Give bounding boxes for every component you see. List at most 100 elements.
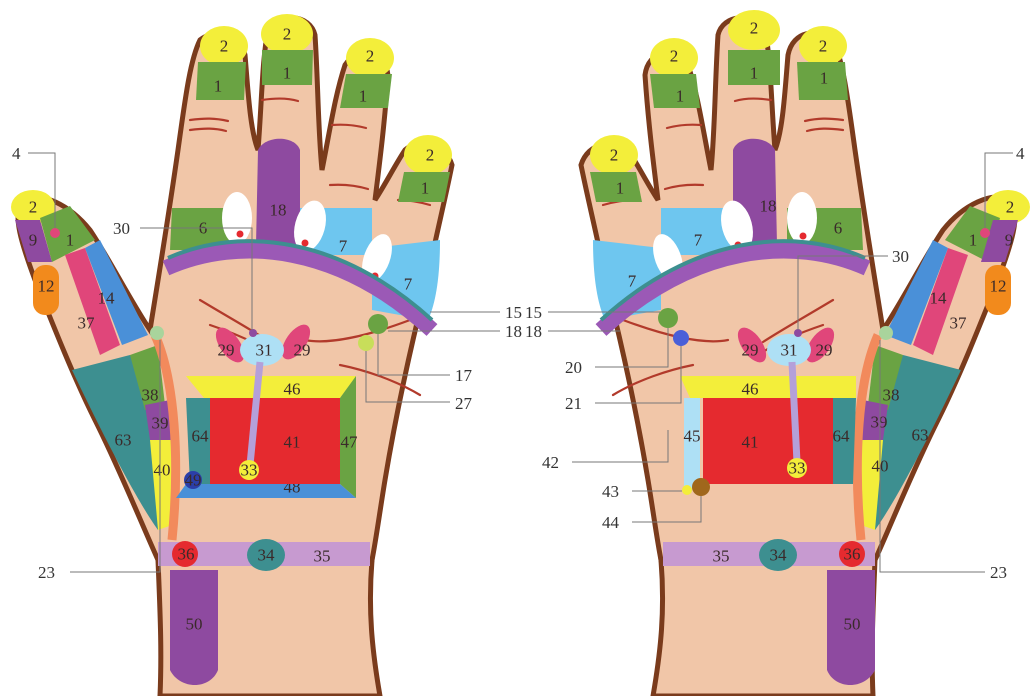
left-gap-dot [237,231,244,238]
left-zone-38-label: 38 [142,386,159,405]
right-point-30 [794,329,802,337]
left-callout-4: 4 [12,144,21,163]
right-callout-30: 30 [892,247,909,266]
left-point-30 [249,329,257,337]
right-zone-45-label: 45 [684,427,701,446]
right-callout-23: 23 [990,563,1007,582]
right-zone-36-label: 36 [844,545,861,564]
right-band-label: 1 [676,87,685,106]
left-zone-34-label: 34 [258,546,276,565]
left-zone-29a-label: 29 [218,341,235,360]
right-zone-41-label: 41 [742,433,759,452]
right-fingertip-label: 2 [1006,198,1015,217]
right-point-21 [673,330,689,346]
left-callout-30: 30 [113,219,130,238]
left-zone-41-label: 41 [284,433,301,452]
right-band-label: 1 [616,179,625,198]
left-callout-27: 27 [455,394,473,413]
left-point-17 [358,335,374,351]
right-band-label: 1 [750,64,759,83]
right-zone-29a-label: 29 [742,341,759,360]
left-zone-37-label: 37 [78,314,96,333]
right-zone-39-label: 39 [871,413,888,432]
right-gap-dot [800,233,807,240]
left-zone-40-label: 40 [154,461,171,480]
right-fingertip-label: 2 [750,19,759,38]
left-point-15 [368,314,388,334]
left-fingertip-label: 2 [220,37,229,56]
right-callout-21: 21 [565,394,582,413]
left-zone-7b-label: 7 [404,275,413,294]
right-zone-12-label: 12 [990,277,1007,296]
right-point-23 [879,326,893,340]
left-fingertip-label: 2 [29,198,38,217]
left-callout-18: 18 [505,322,522,341]
right-callout-4: 4 [1016,144,1025,163]
left-hand: 2 2 2 2 2 1 1 1 1 1 9 12 37 14 63 38 39 … [11,14,522,696]
right-band-label: 1 [820,69,829,88]
left-callout-17: 17 [455,366,473,385]
left-fingertip-label: 2 [366,47,375,66]
left-zone-41 [210,398,340,484]
left-zone-63-label: 63 [115,431,132,450]
right-callout-20: 20 [565,358,582,377]
left-zone-35-label: 35 [314,547,331,566]
right-callout-18: 18 [525,322,542,341]
left-band-label: 1 [359,87,368,106]
right-callout-15: 15 [525,303,542,322]
right-point-20 [658,308,678,328]
left-zone-14-label: 14 [98,289,116,308]
left-band-label: 1 [421,179,430,198]
left-zone-12-label: 12 [38,277,55,296]
left-zone-36-label: 36 [178,545,195,564]
right-callout-42: 42 [542,453,559,472]
left-point-4 [50,228,60,238]
right-zone-37-label: 37 [950,314,968,333]
right-callout-44: 44 [602,513,620,532]
left-band-label: 1 [283,64,292,83]
left-zone-29b-label: 29 [294,341,311,360]
right-zone-34-label: 34 [770,546,788,565]
left-point-23 [150,326,164,340]
right-point-43 [682,485,692,495]
right-zone-6-label: 6 [834,219,843,238]
left-fingertip-label: 2 [283,25,292,44]
right-zone-7b-label: 7 [628,272,637,291]
right-zone-38-label: 38 [883,386,900,405]
left-zone-18-label: 18 [270,201,287,220]
right-zone-29b-label: 29 [816,341,833,360]
right-zone-33-label: 33 [789,459,806,478]
left-zone-46 [186,376,356,398]
right-point-4 [980,228,990,238]
left-zone-64-label: 64 [192,427,210,446]
left-band-label: 1 [214,77,223,96]
left-zone-31-label: 31 [256,341,273,360]
left-callout-15: 15 [505,303,522,322]
right-zone-63-label: 63 [912,426,929,445]
left-zone-33-label: 33 [241,461,258,480]
right-fingertip-label: 2 [610,146,619,165]
right-spine-line [792,362,797,462]
right-zone-35-label: 35 [713,547,730,566]
left-zone-50-label: 50 [186,615,203,634]
right-hand: 2 2 2 2 2 1 1 1 1 1 9 12 37 14 63 38 39 … [525,10,1030,696]
right-zone-14-label: 14 [930,289,948,308]
right-zone-9-label: 9 [1005,231,1014,250]
left-gap-dot [302,240,309,247]
left-zone-48 [176,484,356,498]
right-zone-31-label: 31 [781,341,798,360]
left-zone-18 [256,139,300,245]
right-fingertip-label: 2 [670,47,679,66]
right-band-label: 1 [969,231,978,250]
right-point-44 [692,478,710,496]
right-zone-64-label: 64 [833,427,851,446]
right-zone-41 [703,398,833,484]
left-zone-47-label: 47 [341,433,359,452]
right-zone-7a-label: 7 [694,231,703,250]
right-zone-18-label: 18 [760,197,777,216]
right-zone-50-label: 50 [844,615,861,634]
left-zone-7a-label: 7 [339,237,348,256]
left-fingertip-label: 2 [426,146,435,165]
right-zone-46-label: 46 [742,380,759,399]
